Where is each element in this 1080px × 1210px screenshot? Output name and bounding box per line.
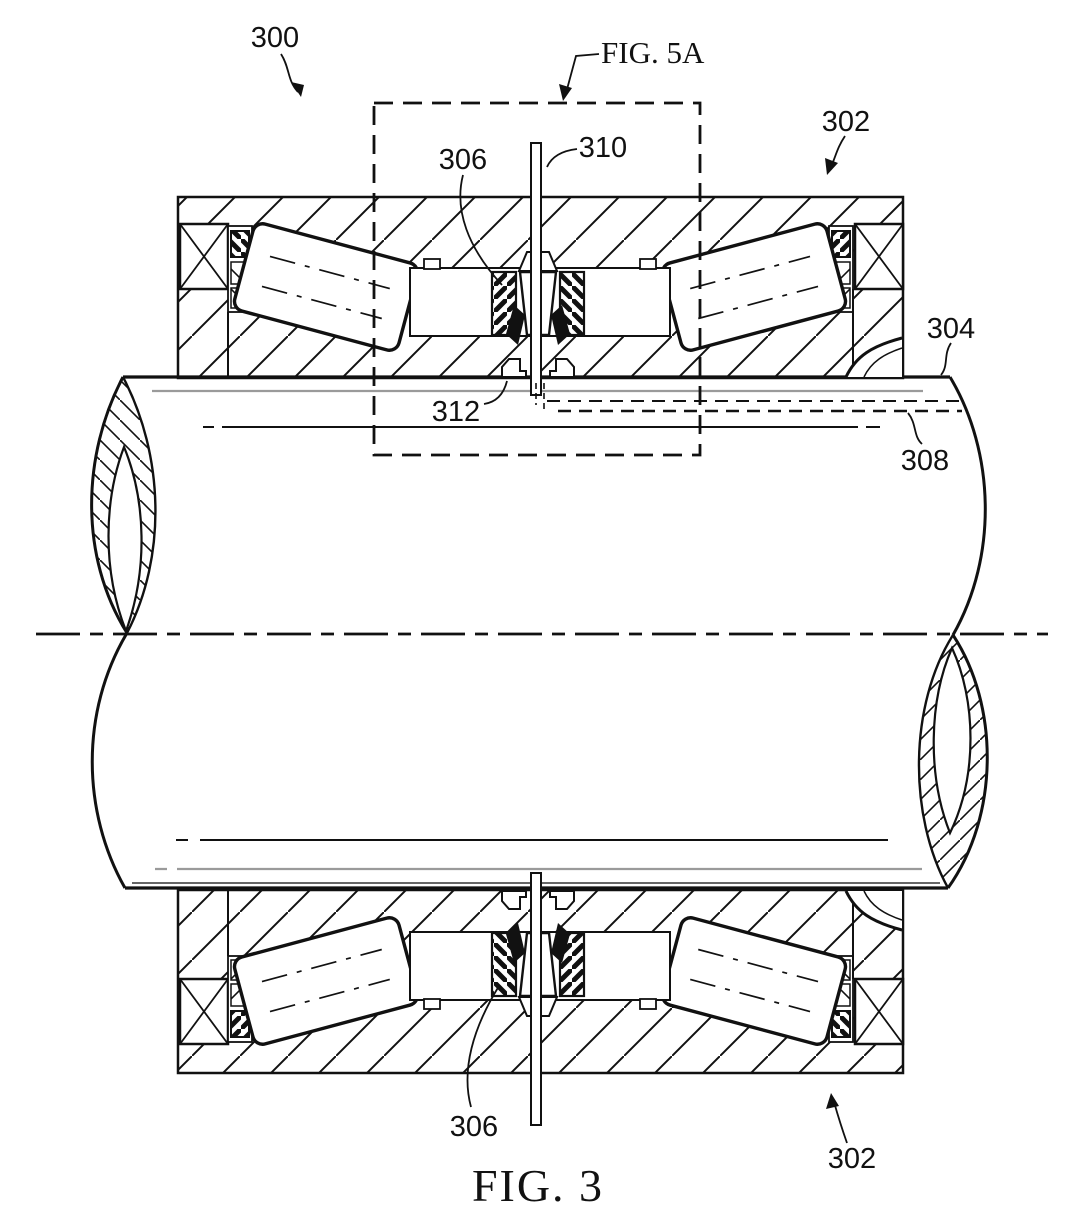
seal-wedge-left: [506, 305, 525, 345]
arrowhead-fig5a: [559, 84, 572, 101]
race-tab-right: [639, 258, 657, 270]
label-310: 310: [579, 132, 627, 164]
label-308: 308: [901, 445, 949, 477]
label-302-bottom: 302: [828, 1143, 876, 1175]
leader-308: [907, 412, 923, 445]
race-tab-left: [423, 258, 441, 270]
bore-shoulder-lines: [227, 289, 854, 377]
figure-caption: FIG. 3: [472, 1160, 604, 1210]
label-312: 312: [432, 396, 480, 428]
label-304: 304: [927, 313, 975, 345]
arrowhead-302-top: [825, 158, 838, 175]
leader-312: [483, 380, 508, 405]
detail-view-box: [372, 101, 702, 457]
bearing-upper: [178, 142, 905, 396]
shaft-break-right: [917, 376, 989, 889]
leader-304: [940, 342, 952, 376]
housing-fillet-inner: [863, 347, 903, 378]
label-302-top: 302: [822, 106, 870, 138]
notch-312-right: [549, 358, 575, 378]
shaft-break-left: [90, 376, 157, 889]
leader-302-bottom: [833, 1101, 848, 1144]
label-300: 300: [251, 22, 299, 54]
pin-310: [530, 142, 542, 396]
seal-gland-left: [178, 222, 230, 291]
seal-wedge-right: [551, 305, 570, 345]
shaft-304: [90, 375, 989, 890]
arrowheads: [291, 82, 839, 1109]
arrowhead-300: [291, 82, 304, 97]
bore-line-308: [535, 383, 962, 413]
housing-fillet-edge: [844, 336, 903, 378]
notch-312-left: [501, 358, 527, 378]
arrowhead-302-bottom: [826, 1093, 839, 1109]
seal-gland-right: [853, 222, 905, 291]
label-306-top: 306: [439, 144, 487, 176]
label-306-bottom: 306: [450, 1111, 498, 1143]
leader-306-top: [459, 174, 503, 286]
label-fig5a: FIG. 5A: [601, 35, 705, 70]
leader-300: [280, 53, 299, 93]
leader-310: [546, 148, 578, 168]
leader-306-bottom: [466, 985, 500, 1108]
leader-fig5a: [565, 53, 600, 94]
housing-fillet-fill: [846, 338, 902, 377]
